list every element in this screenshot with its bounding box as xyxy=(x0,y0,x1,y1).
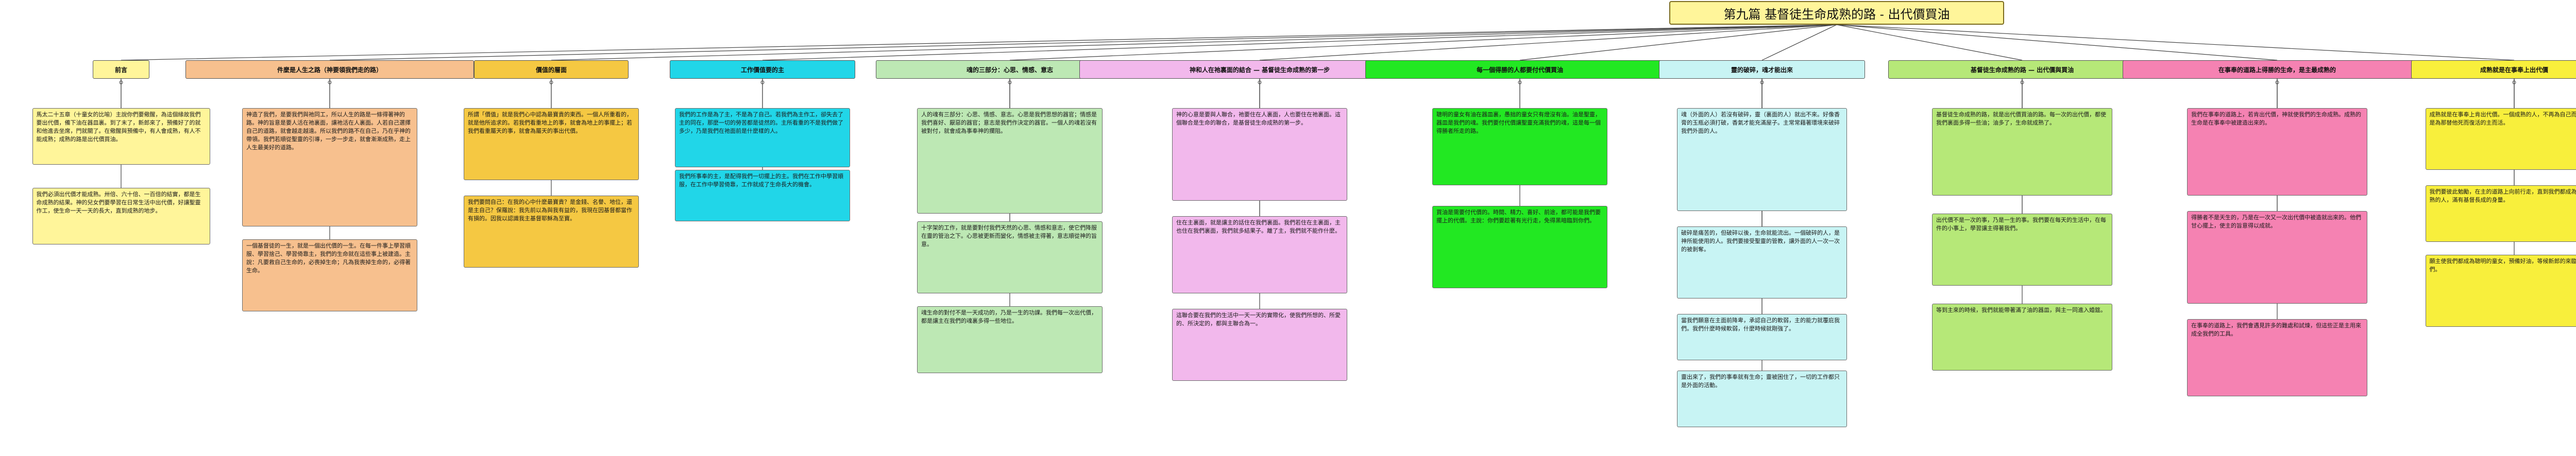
branch-node-dot xyxy=(2512,80,2516,84)
branch-node-dot xyxy=(1760,80,1764,84)
branch-node-dot xyxy=(2020,80,2024,84)
note-box: 馬太二十五章（十童女的比喻）主說你們要儆醒，為這個緣故我們要出代價，備下油在器皿… xyxy=(32,108,210,165)
branch-header[interactable]: 基督徒生命成熟的路 — 出代價與買油 xyxy=(1888,60,2156,79)
connector xyxy=(329,24,1837,61)
branch-node-dot xyxy=(760,80,765,84)
branch-node-dot xyxy=(328,80,332,84)
note-box: 當我們願意在主面前降卑，承認自己的軟弱，主的能力就覆庇我們。我們什麼時候軟弱，什… xyxy=(1677,314,1847,360)
branch-header[interactable]: 每一個得勝的人都要付代價買油 xyxy=(1365,60,1674,79)
note-box: 神的心意是要與人聯合，祂要住在人裏面，人也要住在祂裏面。這個聯合是生命的聯合，是… xyxy=(1172,108,1347,201)
branch-header[interactable]: 價值的層面 xyxy=(474,60,629,79)
branch-node-dot xyxy=(549,80,553,84)
note-box: 願主使我們都成為聰明的童女，預備好油，等候新郎的來臨。阿們。 xyxy=(2425,255,2576,327)
note-box: 我們所事奉的主，是配得我們一切擺上的主。我們在工作中學習順服，在工作中學習倚靠，… xyxy=(675,170,850,221)
note-box: 我們要問自己：在我的心中什麼最寶貴？是金錢、名譽、地位，還是主自己？保羅說：我先… xyxy=(464,196,639,268)
branch-header[interactable]: 在事奉的道路上得勝的生命，是主最成熟的 xyxy=(2123,60,2432,79)
connector xyxy=(1519,24,1837,61)
note-box: 聰明的童女有油在器皿裏，愚拙的童女只有燈沒有油。油是聖靈，器皿是我們的魂。我們要… xyxy=(1432,108,1607,185)
note-box: 這聯合要在我們的生活中一天一天的實際化，使我們所想的、所愛的、所決定的，都與主聯… xyxy=(1172,309,1347,381)
connector xyxy=(1836,24,2023,61)
connector xyxy=(1836,24,2515,61)
note-box: 我們的工作是為了主，不是為了自己。若我們為主作工，卻失去了主的同在，那麼一切的勞… xyxy=(675,108,850,167)
branch-node-dot xyxy=(119,80,123,84)
note-box: 出代價不是一次的事，乃是一生的事。我們要在每天的生活中，在每件的小事上，學習讓主… xyxy=(1932,214,2112,286)
branch-node-dot xyxy=(1518,80,1522,84)
note-box: 我們在事奉的道路上，若肯出代價，神就使我們的生命成熟。成熟的生命是在事奉中被建造… xyxy=(2187,108,2367,196)
note-box: 住在主裏面，就是讓主的話住在我們裏面。我們若住在主裏面，主也住在我們裏面，我們就… xyxy=(1172,216,1347,293)
note-box: 人的魂有三部分：心思、情感、意志。心思是我們思想的器官；情感是我們喜好、厭惡的器… xyxy=(917,108,1103,214)
connector xyxy=(1836,24,2278,61)
branch-node-dot xyxy=(2275,80,2279,84)
note-box: 一個基督徒的一生，就是一個出代價的一生。在每一件事上學習順服、學習捨己、學習倚靠… xyxy=(242,239,417,311)
note-box: 我們必須出代價才能成熟。卅倍、六十倍、一百倍的結實，都是生命成熟的結果。神的兒女… xyxy=(32,188,210,244)
note-box: 在事奉的道路上，我們會遇見許多的難處和試煉，但這些正是主用來成全我們的工具。 xyxy=(2187,319,2367,396)
note-box: 買油是需要付代價的。時間、精力、喜好、前途，都可能是我們要擺上的代價。主說：你們… xyxy=(1432,206,1607,288)
branch-header[interactable]: 前言 xyxy=(93,60,149,79)
connector xyxy=(1761,24,1837,61)
note-box: 魂（外面的人）若沒有破碎，靈（裏面的人）就出不來。好像香膏的玉瓶必須打破，香氣才… xyxy=(1677,108,1847,211)
connector xyxy=(121,24,1837,61)
note-box: 神造了我們，是要我們與祂同工，所以人生的路是一條得著神的路。神的旨意是要人活在祂… xyxy=(242,108,417,226)
branch-header[interactable]: 成熟就是在事奉上出代價 xyxy=(2411,60,2576,79)
note-box: 靈出來了，我們的事奉就有生命；靈被困住了，一切的工作都只是外面的活動。 xyxy=(1677,371,1847,427)
branch-node-dot xyxy=(1258,80,1262,84)
root-title: 第九篇 基督徒生命成熟的路 - 出代價買油 xyxy=(1669,1,2004,25)
note-box: 基督徒生命成熟的路，就是出代價買油的路。每一次的出代價，都使我們裏面多得一些油；… xyxy=(1932,108,2112,196)
branch-node-dot xyxy=(1008,80,1012,84)
note-box: 得勝者不是天生的，乃是在一次又一次出代價中被造就出來的。他們甘心擺上，使主的旨意… xyxy=(2187,211,2367,304)
note-box: 我們要彼此勉勵，在主的道路上向前行走，直到我們都成為長大成熟的人，滿有基督長成的… xyxy=(2425,185,2576,242)
connector xyxy=(762,24,1837,61)
connector xyxy=(1009,24,1837,61)
note-box: 魂生命的對付不是一天成功的，乃是一生的功課。我們每一次出代價，都是讓主在我們的魂… xyxy=(917,306,1103,373)
note-box: 等到主來的時候，我們就能帶著滿了油的器皿，與主一同進入婚筵。 xyxy=(1932,304,2112,371)
branch-header[interactable]: 件麼是人生之路（神要領我們走的路） xyxy=(185,60,474,79)
note-box: 所謂「價值」就是我們心中認為最寶貴的東西。一個人所重看的，就是他所追求的。若我們… xyxy=(464,108,639,180)
connector xyxy=(551,24,1837,61)
note-box: 破碎是痛苦的，但破碎以後，生命就能流出。一個破碎的人，是神所能使用的人。我們要接… xyxy=(1677,226,1847,299)
branch-header[interactable]: 靈的破碎，魂才能出來 xyxy=(1659,60,1865,79)
note-box: 十字架的工作，就是要對付我們天然的心思、情感和意志，使它們降服在靈的管治之下。心… xyxy=(917,221,1103,293)
note-box: 成熟就是在事奉上肯出代價。一個成熟的人，不再為自己而活，乃是為那替他死而復活的主… xyxy=(2425,108,2576,170)
branch-header[interactable]: 工作價值要的主 xyxy=(670,60,855,79)
connector xyxy=(1259,24,1837,61)
